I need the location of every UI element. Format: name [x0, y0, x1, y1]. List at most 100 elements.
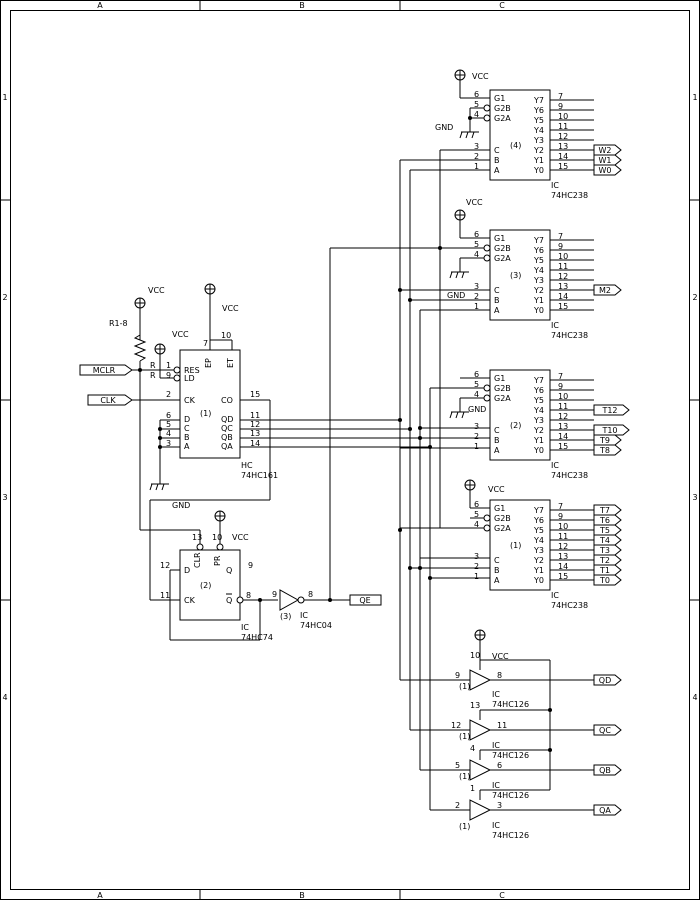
svg-text:MCLR: MCLR: [93, 366, 116, 375]
decoder-pin-num: 13: [558, 282, 568, 291]
svg-text:(1): (1): [459, 732, 470, 741]
svg-text:(1): (1): [459, 682, 470, 691]
svg-text:74HC126: 74HC126: [492, 700, 529, 709]
decoder-pin-num: 14: [558, 562, 568, 571]
decoder-4: VCC GND (4) IC 74HC238: [400, 69, 588, 520]
gnd-label: GND: [468, 405, 486, 414]
svg-text:T7: T7: [599, 506, 610, 515]
vcc-label: VCC: [148, 286, 165, 295]
svg-text:1: 1: [166, 361, 171, 370]
decoder-pin-num: 7: [558, 372, 563, 381]
pin-ep: EP: [204, 358, 213, 368]
resistor-r1: R: [150, 361, 156, 370]
resistor-r2: R: [150, 371, 156, 380]
row-label-1-right: 1: [692, 93, 697, 102]
svg-text:3: 3: [497, 801, 502, 810]
decoder-pin-num: 6: [474, 230, 479, 239]
svg-text:12: 12: [250, 420, 260, 429]
decoder-pin-num: 12: [558, 272, 568, 281]
flipflop-74hc74: VCC CLR PR D Q CK Q (2) 13 10 12 9 11 8 …: [149, 510, 278, 642]
svg-text:11: 11: [250, 411, 260, 420]
decoder-pin-num: 7: [558, 92, 563, 101]
decoder-pin-num: 9: [558, 102, 563, 111]
ic-label: HC: [241, 461, 253, 470]
decoder-pin-num: 15: [558, 302, 568, 311]
svg-text:CLR: CLR: [193, 552, 202, 568]
pin-res: RES: [184, 366, 200, 375]
decoder-pin-num: 10: [558, 522, 568, 531]
decoder-pin-num: 3: [474, 282, 479, 291]
svg-text:74HC74: 74HC74: [241, 633, 273, 642]
decoder-pin-num: 4: [474, 110, 479, 119]
svg-text:D: D: [184, 566, 190, 575]
pin-ld: LD: [184, 374, 195, 383]
pin-b: B: [184, 433, 190, 442]
decoder-pin-num: 10: [558, 252, 568, 261]
decoder-pin-num: 6: [474, 500, 479, 509]
decoder-pin-g2b: G2B: [494, 104, 511, 113]
pin-co: CO: [221, 396, 233, 405]
decoder-pin-a: A: [494, 306, 500, 315]
decoder-pin-num: 13: [558, 142, 568, 151]
decoder-pin-num: 5: [474, 240, 479, 249]
pin-a: A: [184, 442, 190, 451]
svg-text:W1: W1: [599, 156, 612, 165]
decoder-pin-y5: Y5: [533, 256, 544, 265]
gnd-label: GND: [447, 291, 465, 300]
pin-et: ET: [226, 358, 235, 368]
part-label: 74HC161: [241, 471, 278, 480]
decoder-pin-num: 15: [558, 162, 568, 171]
decoder-pin-num: 1: [474, 302, 479, 311]
decoder-pin-num: 9: [558, 242, 563, 251]
decoder-pin-g2b: G2B: [494, 244, 511, 253]
port-qd: QD: [599, 676, 611, 685]
pin-d: D: [184, 415, 190, 424]
resistor-network: VCC R1-8 R R VCC: [109, 286, 189, 380]
decoder-pin-y0: Y0: [533, 446, 544, 455]
decoder-pin-y4: Y4: [533, 406, 544, 415]
decoder-pin-num: 12: [558, 542, 568, 551]
counter-bus: [240, 160, 432, 810]
decoder-pin-num: 11: [558, 262, 568, 271]
decoder-pin-y2: Y2: [533, 286, 544, 295]
svg-text:8: 8: [497, 671, 502, 680]
svg-text:12: 12: [451, 721, 461, 730]
decoder-pin-num: 13: [558, 552, 568, 561]
decoder-pin-num: 11: [558, 122, 568, 131]
decoder-pin-y1: Y1: [533, 296, 544, 305]
svg-text:2: 2: [166, 390, 171, 399]
decoder-pin-g2a: G2A: [494, 394, 511, 403]
decoder-pin-num: 11: [558, 402, 568, 411]
decoder-pin-g1: G1: [494, 504, 505, 513]
vcc-label: VCC: [232, 533, 249, 542]
svg-text:T10: T10: [601, 426, 617, 435]
decoder-pin-num: 6: [474, 370, 479, 379]
decoder-3: VCC GND (3) IC 74HC238: [330, 198, 588, 340]
pin-ck: CK: [184, 396, 196, 405]
decoder-pin-num: 14: [558, 152, 568, 161]
decoder-pin-num: 2: [474, 432, 479, 441]
decoder-pin-g1: G1: [494, 234, 505, 243]
decoder-pin-b: B: [494, 436, 500, 445]
decoder-pin-g2a: G2A: [494, 114, 511, 123]
decoder-pin-num: 3: [474, 552, 479, 561]
svg-text:T5: T5: [599, 526, 610, 535]
decoder-pin-num: 1: [474, 572, 479, 581]
svg-text:5: 5: [166, 420, 171, 429]
svg-text:74HC238: 74HC238: [551, 601, 588, 610]
decoder-pin-y7: Y7: [533, 376, 544, 385]
svg-text:Q: Q: [226, 596, 232, 605]
svg-text:4: 4: [470, 744, 475, 753]
decoder-pin-num: 4: [474, 520, 479, 529]
svg-text:(1): (1): [459, 822, 470, 831]
decoder-pin-y5: Y5: [533, 116, 544, 125]
unit-label: (1): [510, 541, 521, 550]
svg-text:IC: IC: [551, 461, 559, 470]
decoder-pin-num: 12: [558, 412, 568, 421]
svg-text:74HC126: 74HC126: [492, 831, 529, 840]
port-qc: QC: [599, 726, 611, 735]
row-label-4-right: 4: [692, 693, 697, 702]
svg-text:9: 9: [248, 561, 253, 570]
row-label-2-left: 2: [2, 293, 7, 302]
